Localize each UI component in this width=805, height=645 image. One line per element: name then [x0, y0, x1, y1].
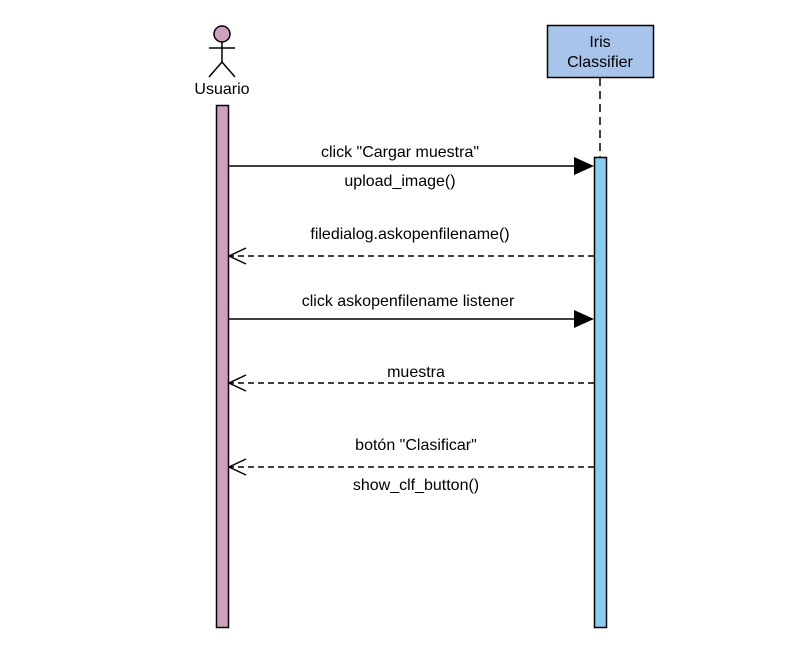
open-arrowhead	[227, 458, 247, 476]
actor-right-leg	[221, 61, 236, 78]
message-2: filedialog.askopenfilename()	[227, 226, 594, 265]
filled-arrowhead	[574, 310, 594, 328]
message-label-above: botón "Clasificar"	[355, 437, 477, 454]
open-arrowhead	[227, 247, 247, 265]
message-5: botón "Clasificar" show_clf_button()	[227, 437, 594, 494]
actor-activation-bar	[215, 104, 230, 629]
participant-name-line1: Iris	[589, 34, 610, 51]
message-label-below: upload_image()	[344, 173, 455, 190]
message-1: click "Cargar muestra" upload_image()	[229, 144, 594, 190]
actor-left-leg	[208, 61, 223, 78]
actor-name: Usuario	[194, 81, 249, 98]
participant-box	[546, 24, 655, 79]
actor-head	[213, 25, 231, 43]
message-label-above: filedialog.askopenfilename()	[310, 226, 509, 243]
message-label-above: click "Cargar muestra"	[321, 144, 479, 161]
message-label-above: muestra	[387, 364, 445, 381]
message-3: click askopenfilename listener	[229, 293, 594, 328]
participant-name-line2: Classifier	[567, 54, 633, 71]
system-activation-bar	[593, 156, 608, 629]
message-label-above: click askopenfilename listener	[302, 293, 515, 310]
filled-arrowhead	[574, 157, 594, 175]
open-arrowhead	[227, 374, 247, 392]
actor-usuario: Usuario	[194, 25, 250, 98]
message-4: muestra	[227, 364, 594, 392]
message-label-below: show_clf_button()	[353, 477, 479, 494]
participant-iris-classifier: Iris Classifier	[546, 24, 655, 79]
